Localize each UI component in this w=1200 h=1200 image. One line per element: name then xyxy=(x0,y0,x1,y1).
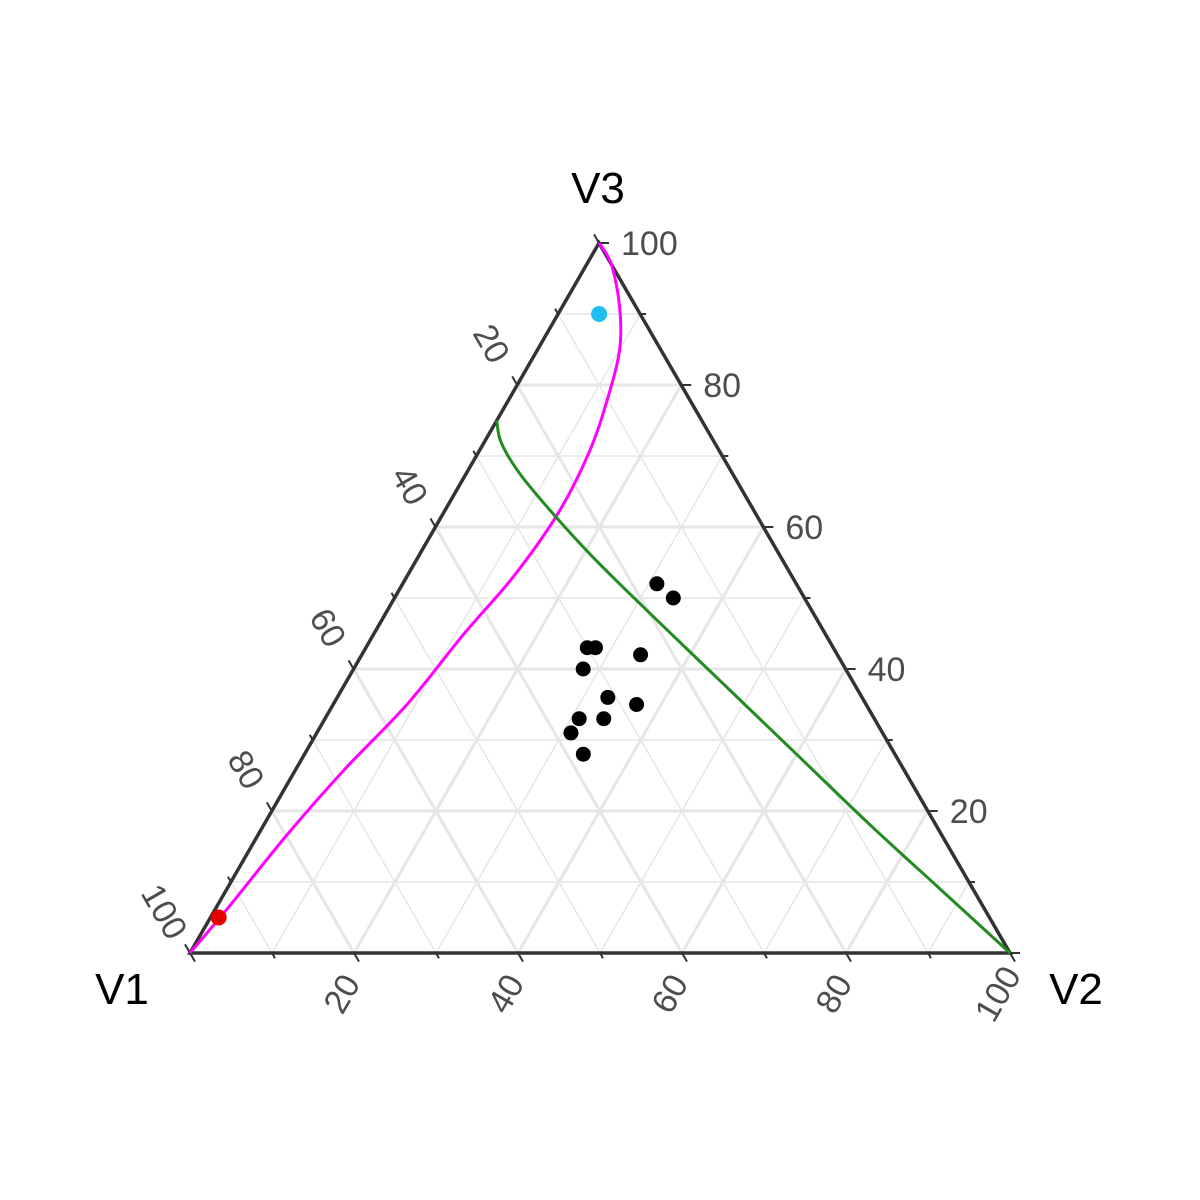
tick-mark-v2 xyxy=(189,952,196,963)
data-point xyxy=(649,576,665,592)
tick-mark-v2 xyxy=(599,952,604,959)
point-layer xyxy=(210,306,681,926)
tick-mark-v2 xyxy=(435,952,440,959)
grid-line-v1 xyxy=(352,668,520,954)
tick-label-v1: 80 xyxy=(220,744,272,796)
grid-line-v2 xyxy=(844,810,930,954)
tick-label-v3: 80 xyxy=(703,367,741,405)
data-point xyxy=(633,647,649,663)
axis-title-top: V3 xyxy=(571,164,625,213)
data-point xyxy=(579,640,595,656)
tick-label-v3: 100 xyxy=(621,225,678,263)
tick-mark-v1 xyxy=(184,943,191,954)
tick-mark-v1 xyxy=(554,308,559,315)
data-point xyxy=(563,725,579,741)
tick-label-v1: 100 xyxy=(133,878,194,946)
tick-mark-v1 xyxy=(390,592,396,599)
tick-label-v2: 40 xyxy=(480,968,532,1020)
tick-label-v1: 20 xyxy=(465,318,517,370)
tick-mark-v1 xyxy=(308,734,314,741)
tick-mark-v2 xyxy=(1009,952,1016,963)
grid-line-v1 xyxy=(557,313,929,954)
curve-green xyxy=(495,420,1012,955)
tick-mark-v1 xyxy=(347,659,355,670)
tick-label-v2: 100 xyxy=(968,960,1029,1028)
curve-layer xyxy=(188,242,1012,955)
tick-mark-v1 xyxy=(429,517,437,528)
grid-line-v1 xyxy=(230,881,273,954)
curve-magenta xyxy=(188,242,623,954)
axis-title-right: V2 xyxy=(1049,965,1103,1014)
grid-line-v2 xyxy=(271,313,641,954)
tick-mark-v2 xyxy=(763,952,768,959)
data-point xyxy=(629,697,645,712)
tick-mark-v2 xyxy=(517,952,524,963)
start-point-red xyxy=(210,909,227,926)
data-point xyxy=(596,711,612,727)
tick-label-layer: 20 20 20 40 40 40 60 60 60 80 80 80 100 100 100 xyxy=(133,225,1029,1028)
tick-mark-v2 xyxy=(353,952,360,963)
tick-label-v2: 60 xyxy=(644,968,696,1020)
tick-mark-v2 xyxy=(845,952,852,963)
grid-line-v1 xyxy=(312,739,437,954)
grid-line-v1 xyxy=(475,455,765,954)
grid-line-v2 xyxy=(435,455,723,954)
data-point xyxy=(665,590,681,606)
data-point xyxy=(575,661,591,677)
tick-mark-v2 xyxy=(271,952,276,959)
tick-mark-v1 xyxy=(472,450,478,457)
data-point xyxy=(575,746,591,762)
end-point-blue xyxy=(591,306,608,322)
tick-mark-v1 xyxy=(227,876,232,883)
axis-title-left: V1 xyxy=(95,965,149,1014)
tick-label-v1: 60 xyxy=(301,602,353,654)
tick-label-v3: 60 xyxy=(785,509,823,547)
grid-line-v2 xyxy=(763,739,888,954)
triangle-frame xyxy=(184,233,1020,963)
grid-line-v2 xyxy=(927,881,970,954)
data-point xyxy=(600,689,616,705)
tick-mark-v1 xyxy=(511,375,519,386)
tick-mark-v2 xyxy=(927,952,932,959)
tick-label-v2: 20 xyxy=(316,968,368,1020)
grid-line-v1 xyxy=(393,597,601,954)
data-point xyxy=(571,711,587,727)
tick-label-v1: 40 xyxy=(383,460,435,512)
tick-label-v3: 20 xyxy=(950,793,988,831)
tick-mark-v1 xyxy=(593,233,600,244)
grid-line-v2 xyxy=(680,668,847,954)
tick-mark-v1 xyxy=(265,801,273,812)
tick-mark-v2 xyxy=(681,952,688,963)
grid-line-v2 xyxy=(599,597,806,954)
tick-label-v2: 80 xyxy=(808,968,860,1020)
tick-label-v3: 40 xyxy=(868,651,906,689)
